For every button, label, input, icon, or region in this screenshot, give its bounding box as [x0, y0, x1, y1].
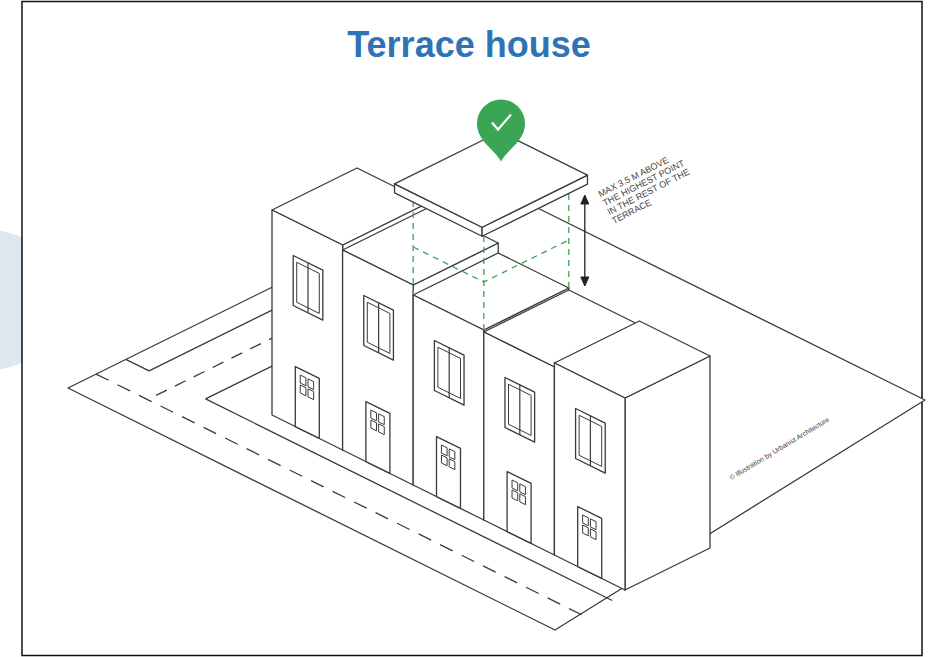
house-front — [484, 332, 555, 555]
window-frame — [438, 347, 461, 398]
ground-plane — [68, 182, 925, 630]
door-panel — [449, 459, 455, 470]
door-panel — [308, 379, 314, 390]
door-panel — [379, 414, 385, 425]
door-panel — [583, 525, 589, 536]
door-panel — [300, 385, 306, 396]
door — [366, 402, 390, 474]
extension-outline — [568, 193, 569, 288]
house-front — [413, 295, 484, 520]
door-panel — [371, 420, 377, 431]
window-frame — [297, 262, 320, 313]
window-mullion — [378, 303, 379, 353]
title: Terrace house — [0, 24, 938, 66]
extension-outline — [413, 240, 569, 282]
door-panel — [512, 490, 518, 501]
terrace-illustration — [68, 100, 925, 631]
arrow-head — [581, 277, 589, 286]
window-mullion — [590, 416, 591, 466]
window-mullion — [307, 263, 308, 313]
house-front — [554, 363, 625, 590]
window — [293, 256, 323, 321]
door-panel — [590, 529, 596, 540]
door-panel — [590, 519, 596, 530]
door-panel — [449, 449, 455, 460]
door-panel — [308, 389, 314, 400]
house-front — [272, 210, 343, 450]
window-frame — [367, 302, 390, 353]
window-frame — [579, 415, 602, 466]
door-panel — [379, 424, 385, 435]
window — [364, 296, 394, 361]
approval-pin — [477, 100, 525, 162]
house-front — [343, 250, 414, 485]
door-panel — [520, 494, 526, 505]
window-mullion — [519, 385, 520, 435]
window — [576, 409, 606, 474]
door-panel — [371, 410, 377, 421]
door-panel — [512, 480, 518, 491]
door-panel — [300, 375, 306, 386]
door-panel — [520, 484, 526, 495]
window — [505, 378, 535, 443]
door-panel — [441, 455, 447, 466]
window-mullion — [449, 348, 450, 398]
door — [436, 437, 460, 509]
door-panel — [583, 515, 589, 526]
door — [507, 472, 531, 544]
door — [295, 367, 319, 439]
tick-mark — [492, 115, 511, 130]
door-panel — [441, 445, 447, 456]
window-frame — [509, 384, 532, 435]
arrow-head — [581, 195, 589, 204]
window — [434, 341, 464, 406]
side-street-kerb — [126, 359, 149, 371]
door — [578, 507, 602, 579]
dimension-arrow — [584, 197, 585, 284]
